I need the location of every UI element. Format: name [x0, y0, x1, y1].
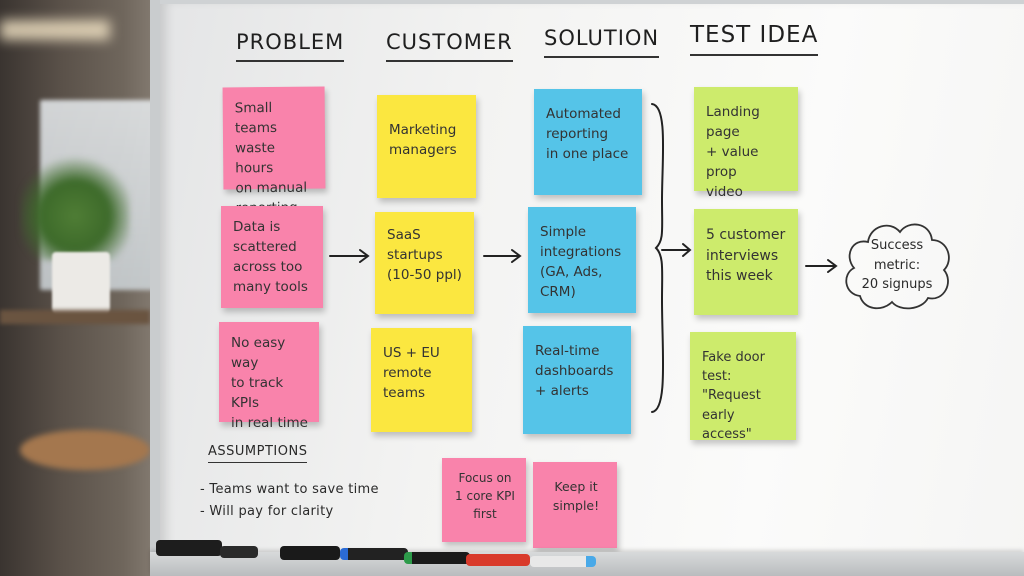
blue-black-marker[interactable]	[340, 548, 408, 560]
sticky-note-test-3: Fake door test: "Request early access"	[690, 332, 796, 442]
sticky-note-customer-2: SaaS startups (10-50 ppl)	[375, 212, 474, 314]
sticky-note-solution-2: Simple integrations (GA, Ads, CRM)	[528, 207, 636, 313]
sticky-note-focus: Focus on 1 core KPI first	[442, 458, 526, 542]
assumption-item-2: - Will pay for clarity	[200, 504, 334, 519]
arrow-problem-to-customer	[329, 249, 370, 263]
background-plant	[20, 150, 130, 260]
sticky-note-problem-3: No easy way to track KPIs in real time	[219, 322, 319, 431]
cloud-icon	[845, 223, 950, 310]
assumption-item-1: - Teams want to save time	[200, 482, 379, 497]
sticky-note-solution-3: Real-time dashboards + alerts	[523, 326, 631, 434]
sticky-note-test-1: Landing page + value prop video	[694, 87, 798, 200]
sticky-note-problem-2: Data is scattered across too many tools	[221, 206, 323, 308]
eraser-handle	[220, 546, 258, 558]
sticky-note-customer-3: US + EU remote teams	[371, 328, 472, 432]
arrow-test-to-success	[805, 259, 838, 273]
heading-test-idea: TEST IDEA	[690, 22, 819, 56]
red-marker[interactable]	[466, 554, 530, 566]
arrow-solution-to-test	[661, 243, 692, 257]
assumptions-title: ASSUMPTIONS	[208, 444, 308, 463]
sticky-note-test-2: 5 customer interviews this week	[694, 209, 798, 315]
eraser[interactable]	[156, 540, 222, 556]
heading-problem: PROBLEM	[236, 30, 345, 62]
black-marker[interactable]	[280, 546, 340, 560]
sticky-note-problem-1: Small teams waste hours on manual report…	[222, 86, 326, 216]
heading-solution: SOLUTION	[544, 26, 660, 58]
sticky-note-solution-1: Automated reporting in one place	[534, 89, 642, 195]
heading-customer: CUSTOMER	[386, 30, 513, 62]
whiteboard-frame	[160, 0, 1024, 4]
curly-brace	[651, 103, 665, 413]
plant-pot	[52, 252, 110, 318]
sticky-note-keep-simple: Keep it simple!	[533, 462, 617, 548]
ceiling-light	[0, 20, 110, 40]
background-table	[20, 430, 150, 470]
sticky-note-customer-1: Marketing managers	[377, 95, 476, 198]
arrow-customer-to-solution	[483, 249, 522, 263]
background-shelf	[0, 310, 150, 324]
green-marker[interactable]	[404, 552, 470, 564]
success-metric-text: Success metric: 20 signups	[861, 238, 933, 292]
light-blue-marker[interactable]	[530, 556, 596, 567]
